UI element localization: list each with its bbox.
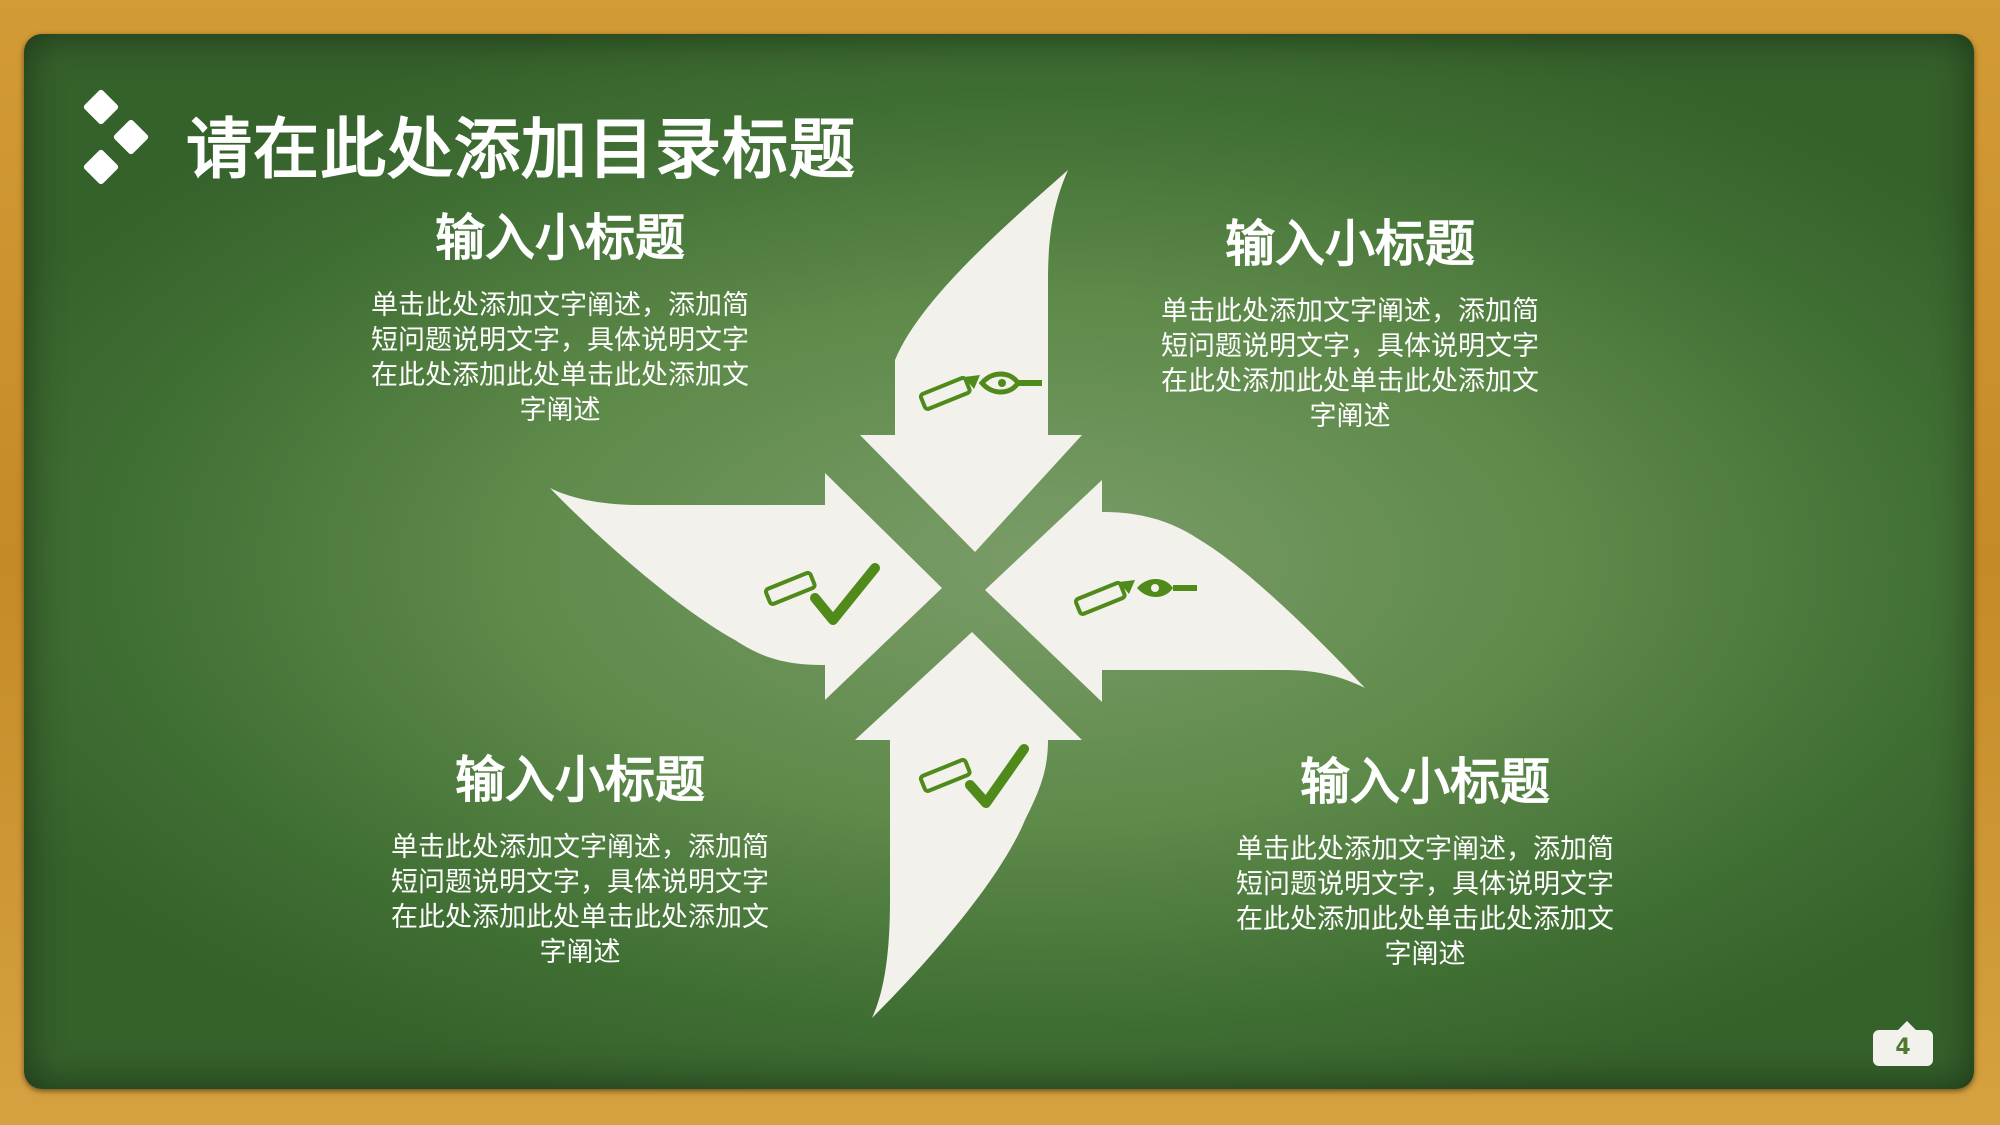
item-block-top-right: 输入小标题 单击此处添加文字阐述，添加简短问题说明文字，具体说明文字在此处添加此…: [1150, 204, 1550, 434]
diamond-grid-icon: [83, 89, 149, 185]
pinwheel-diagram: [550, 170, 1365, 1018]
item-block-bottom-left: 输入小标题 单击此处添加文字阐述，添加简短问题说明文字，具体说明文字在此处添加此…: [380, 740, 780, 970]
pinwheel-arrow-left: [550, 473, 942, 700]
item-heading: 输入小标题: [1300, 753, 1550, 811]
pencil-pen-icon: [1073, 579, 1197, 616]
item-heading: 输入小标题: [1225, 215, 1475, 273]
page-title: 请在此处添加目录标题: [186, 111, 856, 188]
page-number-badge: 4: [1873, 1021, 1933, 1066]
pencil-check-icon: [763, 563, 880, 625]
pinwheel-arrow-bottom: [855, 632, 1082, 1018]
item-block-top-left: 输入小标题 单击此处添加文字阐述，添加简短问题说明文字，具体说明文字在此处添加此…: [360, 198, 760, 428]
pinwheel-arrow-top: [860, 170, 1082, 552]
item-body: 单击此处添加文字阐述，添加简短问题说明文字，具体说明文字在此处添加此处单击此处添…: [371, 290, 749, 426]
item-heading: 输入小标题: [435, 209, 685, 267]
chalkboard: 请在此处添加目录标题: [24, 34, 1974, 1089]
item-heading: 输入小标题: [455, 751, 705, 809]
item-block-bottom-right: 输入小标题 单击此处添加文字阐述，添加简短问题说明文字，具体说明文字在此处添加此…: [1225, 742, 1625, 972]
pencil-check-icon: [918, 744, 1029, 808]
item-body: 单击此处添加文字阐述，添加简短问题说明文字，具体说明文字在此处添加此处单击此处添…: [391, 832, 769, 968]
item-body: 单击此处添加文字阐述，添加简短问题说明文字，具体说明文字在此处添加此处单击此处添…: [1236, 834, 1614, 970]
pencil-pen-icon: [918, 371, 1042, 411]
item-body: 单击此处添加文字阐述，添加简短问题说明文字，具体说明文字在此处添加此处单击此处添…: [1161, 296, 1539, 432]
